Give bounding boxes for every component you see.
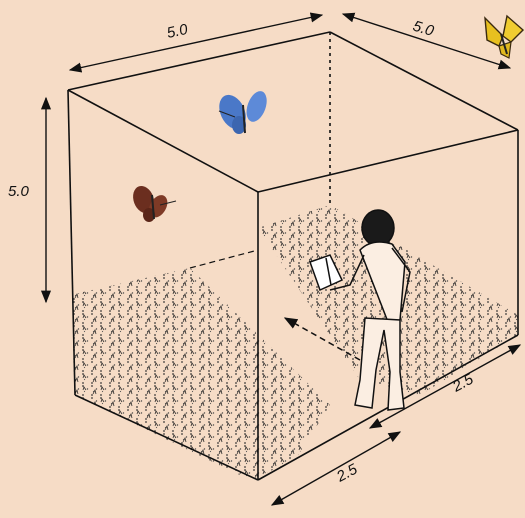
- edge-left-vertical: [68, 90, 75, 395]
- brown-butterfly-icon: [129, 183, 176, 222]
- dim-label-bottom-front: 2.5: [333, 460, 361, 486]
- edge-top-right: [330, 32, 518, 130]
- blue-butterfly-icon: [214, 88, 270, 134]
- vegetation-strip-left: [70, 268, 330, 480]
- dim-label-top-width: 5.0: [165, 21, 190, 42]
- ground-strips: [70, 205, 518, 480]
- path-dash-back: [190, 250, 258, 268]
- edge-top-side: [258, 130, 518, 192]
- swallowtail-butterfly-icon: [485, 16, 523, 58]
- edge-top-back: [68, 32, 330, 90]
- dim-label-height: 5.0: [8, 183, 30, 200]
